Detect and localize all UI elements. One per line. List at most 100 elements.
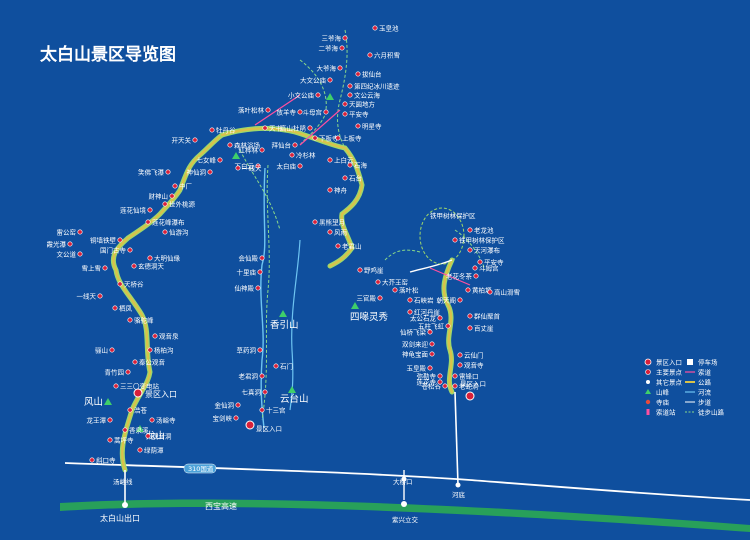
poi-marker[interactable] bbox=[437, 379, 443, 385]
poi-marker[interactable] bbox=[147, 347, 153, 353]
poi-marker[interactable] bbox=[427, 365, 433, 371]
poi-marker[interactable] bbox=[429, 351, 435, 357]
poi-marker[interactable] bbox=[347, 92, 353, 98]
poi-marker[interactable] bbox=[117, 237, 123, 243]
poi-marker[interactable] bbox=[77, 229, 83, 235]
poi-marker[interactable] bbox=[407, 297, 413, 303]
poi-marker[interactable] bbox=[165, 169, 171, 175]
poi-marker[interactable] bbox=[467, 325, 473, 331]
poi-marker[interactable] bbox=[327, 77, 333, 83]
poi-marker[interactable] bbox=[209, 127, 215, 133]
poi-marker[interactable] bbox=[342, 35, 348, 41]
poi-marker[interactable] bbox=[235, 165, 241, 171]
poi-marker[interactable] bbox=[467, 247, 473, 253]
poi-marker[interactable] bbox=[335, 243, 341, 249]
poi-marker[interactable] bbox=[149, 417, 155, 423]
poi-marker[interactable] bbox=[262, 125, 268, 131]
poi-marker[interactable] bbox=[452, 237, 458, 243]
poi-marker[interactable] bbox=[127, 407, 133, 413]
poi-marker[interactable] bbox=[233, 415, 239, 421]
poi-marker[interactable] bbox=[437, 315, 443, 321]
poi-marker[interactable] bbox=[89, 457, 95, 463]
poi-marker[interactable] bbox=[457, 297, 463, 303]
poi-marker[interactable] bbox=[342, 175, 348, 181]
poi-marker[interactable] bbox=[145, 219, 151, 225]
poi-marker[interactable] bbox=[273, 363, 279, 369]
poi-marker[interactable] bbox=[355, 123, 361, 129]
poi-marker[interactable] bbox=[292, 142, 298, 148]
poi-marker[interactable] bbox=[235, 402, 241, 408]
poi-marker[interactable] bbox=[259, 407, 265, 413]
poi-marker[interactable] bbox=[467, 227, 473, 233]
poi-marker[interactable] bbox=[102, 265, 108, 271]
poi-marker[interactable] bbox=[465, 287, 471, 293]
poi-marker[interactable] bbox=[172, 183, 178, 189]
poi-marker[interactable] bbox=[162, 201, 168, 207]
poi-marker[interactable] bbox=[145, 433, 151, 439]
poi-marker[interactable] bbox=[97, 293, 103, 299]
poi-marker[interactable] bbox=[347, 83, 353, 89]
poi-marker[interactable] bbox=[259, 255, 265, 261]
poi-marker[interactable] bbox=[109, 347, 115, 353]
poi-marker[interactable] bbox=[259, 147, 265, 153]
poi-marker[interactable] bbox=[457, 362, 463, 368]
poi-marker[interactable] bbox=[137, 447, 143, 453]
poi-marker[interactable] bbox=[127, 247, 133, 253]
poi-marker[interactable] bbox=[339, 45, 345, 51]
poi-marker[interactable] bbox=[131, 263, 137, 269]
poi-marker[interactable] bbox=[107, 437, 113, 443]
poi-marker[interactable] bbox=[217, 157, 223, 163]
poi-marker[interactable] bbox=[335, 135, 341, 141]
gate-icon[interactable] bbox=[465, 391, 475, 401]
poi-marker[interactable] bbox=[255, 163, 261, 169]
poi-marker[interactable] bbox=[67, 241, 73, 247]
poi-marker[interactable] bbox=[327, 157, 333, 163]
poi-marker[interactable] bbox=[327, 229, 333, 235]
poi-marker[interactable] bbox=[297, 109, 303, 115]
poi-marker[interactable] bbox=[262, 389, 268, 395]
poi-marker[interactable] bbox=[473, 273, 479, 279]
poi-marker[interactable] bbox=[327, 187, 333, 193]
poi-marker[interactable] bbox=[367, 52, 373, 58]
poi-marker[interactable] bbox=[392, 287, 398, 293]
poi-marker[interactable] bbox=[372, 25, 378, 31]
poi-marker[interactable] bbox=[107, 417, 113, 423]
poi-marker[interactable] bbox=[337, 65, 343, 71]
poi-marker[interactable] bbox=[357, 267, 363, 273]
poi-marker[interactable] bbox=[467, 313, 473, 319]
poi-marker[interactable] bbox=[77, 251, 83, 257]
poi-marker[interactable] bbox=[259, 373, 265, 379]
poi-marker[interactable] bbox=[169, 193, 175, 199]
poi-marker[interactable] bbox=[342, 101, 348, 107]
poi-marker[interactable] bbox=[487, 289, 493, 295]
poi-marker[interactable] bbox=[407, 309, 413, 315]
poi-marker[interactable] bbox=[207, 169, 213, 175]
poi-marker[interactable] bbox=[375, 279, 381, 285]
poi-marker[interactable] bbox=[127, 317, 133, 323]
poi-marker[interactable] bbox=[315, 92, 321, 98]
poi-marker[interactable] bbox=[472, 265, 478, 271]
poi-marker[interactable] bbox=[147, 255, 153, 261]
poi-marker[interactable] bbox=[132, 359, 138, 365]
poi-marker[interactable] bbox=[117, 281, 123, 287]
poi-marker[interactable] bbox=[323, 109, 329, 115]
poi-marker[interactable] bbox=[442, 383, 448, 389]
poi-marker[interactable] bbox=[255, 285, 261, 291]
poi-marker[interactable] bbox=[113, 383, 119, 389]
poi-marker[interactable] bbox=[112, 305, 118, 311]
poi-marker[interactable] bbox=[445, 323, 451, 329]
poi-marker[interactable] bbox=[122, 427, 128, 433]
poi-marker[interactable] bbox=[347, 162, 353, 168]
poi-marker[interactable] bbox=[307, 125, 313, 131]
poi-marker[interactable] bbox=[257, 269, 263, 275]
poi-marker[interactable] bbox=[192, 137, 198, 143]
poi-marker[interactable] bbox=[427, 329, 433, 335]
poi-marker[interactable] bbox=[477, 259, 483, 265]
poi-marker[interactable] bbox=[457, 352, 463, 358]
poi-marker[interactable] bbox=[452, 383, 458, 389]
poi-marker[interactable] bbox=[289, 152, 295, 158]
poi-marker[interactable] bbox=[342, 111, 348, 117]
gate-icon[interactable] bbox=[245, 420, 255, 430]
poi-marker[interactable] bbox=[152, 333, 158, 339]
poi-marker[interactable] bbox=[297, 163, 303, 169]
